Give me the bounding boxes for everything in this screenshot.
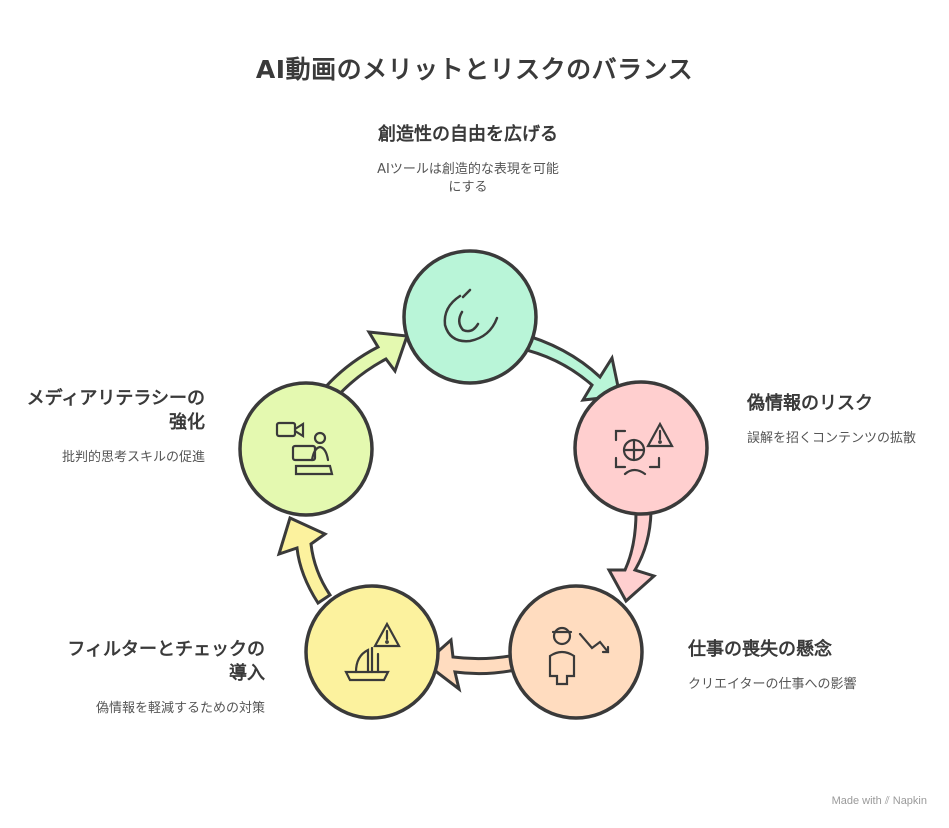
node-label-jobs: 仕事の喪失の懸念 クリエイターの仕事への影響 [688,638,878,694]
node-desc-creativity: AIツールは創造的な表現を可能にする [377,162,559,195]
node-label-misinfo: 偽情報のリスク 誤解を招くコンテンツの拡散 [747,392,937,448]
napkin-logo-icon: ⫽ [884,795,890,807]
node-circle-creativity [402,249,538,385]
node-title-creativity: 創造性の自由を広げる [378,124,558,145]
node-circle-misinfo [573,380,709,516]
arrow-filter-to-literacy [276,515,333,606]
node-circle-jobs [508,584,644,720]
node-desc-filter: 偽情報を軽減するための対策 [95,701,265,716]
node-title-jobs: 仕事の喪失の懸念 [688,639,832,660]
diagram-title: AI動画のメリットとリスクのバランス [255,55,694,84]
node-title-literacy: メディアリテラシーの強化 [26,388,205,433]
node-label-literacy: メディアリテラシーの強化 批判的思考スキルの促進 [20,387,205,467]
ship-warning-icon [344,621,401,682]
made-with-label: Made with [831,795,882,807]
node-title-filter: フィルターとチェックの導入 [67,639,265,684]
node-circle-literacy [238,381,374,517]
warning-face-icon [614,421,674,476]
napkin-brand: Napkin [892,795,927,807]
node-title-misinfo: 偽情報のリスク [747,393,873,414]
node-label-creativity: 創造性の自由を広げる AIツールは創造的な表現を可能にする [374,123,562,197]
node-desc-literacy: 批判的思考スキルの促進 [61,450,205,465]
arrow-creativity-to-misinfo [516,331,622,402]
node-label-filter: フィルターとチェックの導入 偽情報を軽減するための対策 [60,638,265,718]
creative-swirl-icon [443,288,499,343]
worker-decline-icon [548,626,610,686]
arrow-misinfo-to-jobs [606,510,657,604]
video-learning-icon [275,421,334,476]
node-desc-jobs: クリエイターの仕事への影響 [688,677,857,692]
node-desc-misinfo: 誤解を招くコンテンツの拡散 [747,431,917,446]
arrow-literacy-to-creativity [319,330,410,403]
made-with-footer[interactable]: Made with ⫽ Napkin [832,795,927,808]
